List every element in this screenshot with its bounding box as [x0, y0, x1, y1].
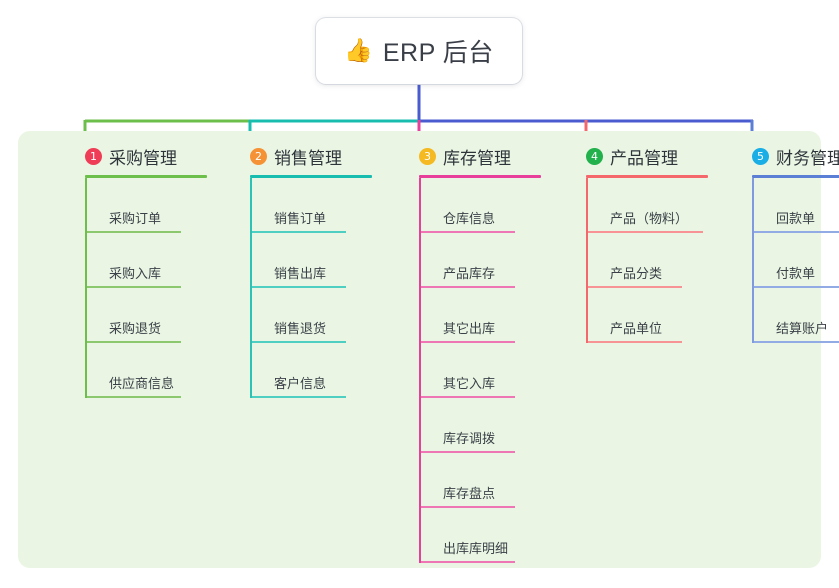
branch-underline-3	[419, 175, 541, 178]
list-item[interactable]: 采购订单	[85, 178, 181, 233]
list-item-label: 产品单位	[610, 321, 663, 336]
list-item-underline	[754, 286, 839, 288]
branch-badge-5: 5	[752, 148, 769, 165]
list-item-underline	[754, 341, 839, 343]
branch-header-1[interactable]: 1 采购管理	[85, 144, 177, 169]
root-node[interactable]: 👍 ERP 后台	[316, 18, 522, 84]
branch-underline-5	[752, 175, 839, 178]
list-item[interactable]: 其它出库	[419, 288, 515, 343]
thumbs-up-icon: 👍	[344, 37, 373, 64]
branch-title-4: 产品管理	[610, 149, 678, 168]
branch-title-3: 库存管理	[443, 149, 511, 168]
list-item-underline	[588, 231, 703, 233]
list-item-label: 结算账户	[776, 321, 829, 336]
branch-underline-1	[85, 175, 207, 178]
list-item-underline	[252, 341, 346, 343]
list-item-underline	[421, 396, 515, 398]
list-item-label: 销售出库	[274, 266, 327, 281]
list-item-label: 供应商信息	[109, 376, 175, 391]
branch-items-1: 采购订单 采购入库 采购退货 供应商信息	[85, 178, 181, 398]
list-item-underline	[87, 396, 181, 398]
list-item-label: 产品库存	[443, 266, 496, 281]
list-item[interactable]: 产品单位	[586, 288, 682, 343]
list-item[interactable]: 供应商信息	[85, 343, 181, 398]
branch-items-4: 产品（物料） 产品分类 产品单位	[586, 178, 703, 343]
list-item-label: 采购退货	[109, 321, 162, 336]
branch-header-4[interactable]: 4 产品管理	[586, 144, 678, 169]
list-item[interactable]: 产品分类	[586, 233, 682, 288]
list-item-label: 库存调拨	[443, 431, 496, 446]
branch-columns: 1 采购管理 采购订单 采购入库 采购退货 供应商信息	[18, 131, 839, 568]
branch-header-5[interactable]: 5 财务管理	[752, 144, 839, 169]
list-item-label: 产品分类	[610, 266, 663, 281]
list-item[interactable]: 采购退货	[85, 288, 181, 343]
list-item-underline	[87, 341, 181, 343]
branch-badge-4: 4	[586, 148, 603, 165]
branch-title-2: 销售管理	[274, 149, 342, 168]
list-item-label: 销售订单	[274, 211, 327, 226]
branch-badge-1: 1	[85, 148, 102, 165]
list-item[interactable]: 销售出库	[250, 233, 346, 288]
list-item[interactable]: 产品（物料）	[586, 178, 703, 233]
list-item[interactable]: 结算账户	[752, 288, 839, 343]
list-item-label: 客户信息	[274, 376, 327, 391]
list-item-label: 其它出库	[443, 321, 496, 336]
list-item[interactable]: 客户信息	[250, 343, 346, 398]
list-item-label: 产品（物料）	[610, 211, 689, 226]
branch-header-3[interactable]: 3 库存管理	[419, 144, 511, 169]
list-item-label: 付款单	[776, 266, 816, 281]
list-item-underline	[421, 561, 515, 563]
list-item[interactable]: 仓库信息	[419, 178, 515, 233]
branch-items-3: 仓库信息 产品库存 其它出库 其它入库 库存调拨	[419, 178, 515, 563]
list-item-underline	[87, 231, 181, 233]
branch-badge-2: 2	[250, 148, 267, 165]
list-item-underline	[421, 231, 515, 233]
list-item[interactable]: 销售退货	[250, 288, 346, 343]
list-item-underline	[588, 341, 682, 343]
branch-header-2[interactable]: 2 销售管理	[250, 144, 342, 169]
list-item-underline	[421, 341, 515, 343]
list-item[interactable]: 采购入库	[85, 233, 181, 288]
list-item-underline	[588, 286, 682, 288]
branch-underline-4	[586, 175, 708, 178]
list-item-label: 采购入库	[109, 266, 162, 281]
list-item[interactable]: 销售订单	[250, 178, 346, 233]
branch-badge-3: 3	[419, 148, 436, 165]
list-item-underline	[421, 506, 515, 508]
branch-underline-2	[250, 175, 372, 178]
list-item[interactable]: 库存调拨	[419, 398, 515, 453]
list-item-label: 销售退货	[274, 321, 327, 336]
list-item-label: 出库库明细	[443, 541, 509, 556]
branch-items-2: 销售订单 销售出库 销售退货 客户信息	[250, 178, 346, 398]
list-item[interactable]: 回款单	[752, 178, 839, 233]
list-item[interactable]: 其它入库	[419, 343, 515, 398]
branch-items-5: 回款单 付款单 结算账户	[752, 178, 839, 343]
list-item-underline	[252, 286, 346, 288]
list-item-label: 回款单	[776, 211, 816, 226]
list-item[interactable]: 出库库明细	[419, 508, 515, 563]
list-item-label: 其它入库	[443, 376, 496, 391]
list-item[interactable]: 产品库存	[419, 233, 515, 288]
list-item-label: 仓库信息	[443, 211, 496, 226]
list-item[interactable]: 付款单	[752, 233, 839, 288]
root-title: ERP 后台	[382, 39, 494, 67]
list-item-underline	[421, 286, 515, 288]
list-item-label: 库存盘点	[443, 486, 496, 501]
list-item-underline	[252, 231, 346, 233]
list-item-underline	[421, 451, 515, 453]
list-item-label: 采购订单	[109, 211, 162, 226]
branch-title-5: 财务管理	[776, 149, 839, 168]
branch-title-1: 采购管理	[109, 149, 177, 168]
list-item-underline	[252, 396, 346, 398]
list-item[interactable]: 库存盘点	[419, 453, 515, 508]
list-item-underline	[87, 286, 181, 288]
list-item-underline	[754, 231, 839, 233]
